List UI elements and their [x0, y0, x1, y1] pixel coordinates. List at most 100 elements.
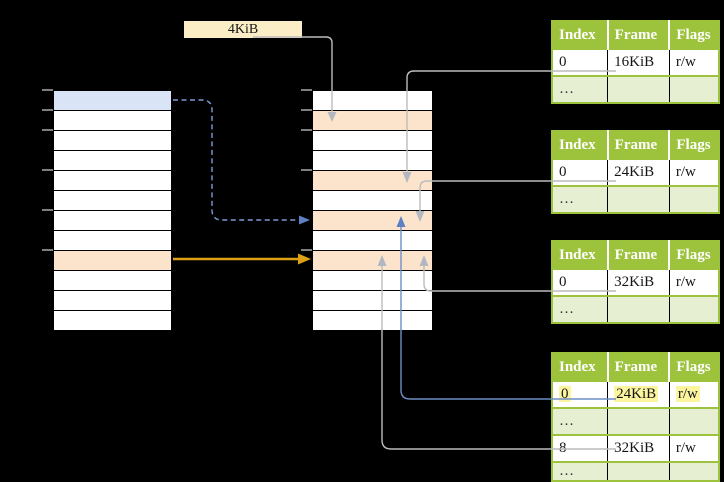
page-table-cell: … — [552, 75, 608, 103]
memory-row-white — [54, 291, 171, 311]
page-table-cell — [668, 75, 719, 103]
column-header: Index — [552, 131, 608, 159]
arrow-virtual-page-dashed — [173, 99, 310, 225]
boundary-tick — [42, 249, 53, 251]
memory-row-white — [54, 171, 171, 191]
column-header: Index — [552, 353, 608, 381]
memory-row-orange — [313, 211, 432, 231]
memory-row-orange — [313, 111, 432, 131]
page-table-cell — [668, 461, 719, 481]
column-header: Frame — [606, 353, 670, 381]
memory-row-white — [313, 271, 432, 291]
page-table-cell: … — [552, 461, 608, 481]
memory-row-white — [313, 91, 432, 111]
memory-row-white — [54, 111, 171, 131]
memory-row-white — [54, 151, 171, 171]
page-table-cell: 24KiB — [607, 380, 670, 408]
page-table-cell: … — [552, 407, 608, 435]
column-header: Frame — [606, 131, 670, 159]
memory-row-blue — [54, 91, 171, 111]
memory-row-white — [313, 191, 432, 211]
page-table-cell: 24KiB — [607, 158, 670, 186]
memory-row-orange — [313, 251, 432, 271]
boundary-tick — [301, 129, 312, 131]
page-table-row: … — [552, 295, 719, 323]
boundary-tick — [42, 209, 53, 211]
memory-row-white — [54, 211, 171, 231]
highlighted-value: 0 — [559, 386, 571, 402]
boundary-tick — [301, 169, 312, 171]
page-table-cell: 0 — [552, 158, 608, 186]
page-table-cell: 0 — [552, 48, 608, 76]
memory-row-white — [313, 151, 432, 171]
page-table-cell — [607, 461, 670, 481]
memory-row-white — [54, 231, 171, 251]
boundary-tick — [301, 109, 312, 111]
page-table-cell: r/w — [668, 48, 719, 76]
boundary-tick — [42, 89, 53, 91]
page-table-cell: 32KiB — [607, 268, 670, 296]
page-table-cell: 0 — [552, 380, 608, 408]
memory-row-white — [54, 131, 171, 151]
page-table-cell — [607, 185, 670, 213]
highlighted-value: r/w — [675, 386, 700, 402]
memory-row-white — [313, 311, 432, 330]
memory-row-white — [313, 231, 432, 251]
memory-row-white — [54, 191, 171, 211]
column-header: Flags — [668, 353, 719, 381]
boundary-tick — [42, 109, 53, 111]
page-table-cell: 32KiB — [607, 434, 670, 462]
memory-row-white — [313, 291, 432, 311]
memory-row-orange — [54, 251, 171, 271]
page-table-cell: 0 — [552, 268, 608, 296]
arrow-virtual-page-orange — [173, 253, 311, 265]
column-header: Flags — [668, 21, 719, 49]
memory-row-orange — [313, 171, 432, 191]
page-table-cell: r/w — [668, 158, 719, 186]
page-table-row: 0 24KiB r/w — [552, 380, 719, 408]
page-table-cell — [607, 295, 670, 323]
page-size-label: 4KiB — [184, 21, 302, 38]
boundary-tick — [42, 169, 53, 171]
highlighted-value: 24KiB — [614, 386, 659, 402]
page-table-row: … — [552, 407, 719, 435]
boundary-tick — [301, 249, 312, 251]
page-table-cell: 16KiB — [607, 48, 670, 76]
page-table-cell — [607, 75, 670, 103]
virtual-memory-column — [53, 90, 172, 331]
page-table-cell: r/w — [668, 380, 719, 408]
column-header: Frame — [606, 241, 670, 269]
page-table-cell — [668, 185, 719, 213]
page-table-cell: 8 — [552, 434, 608, 462]
page-table-cell — [668, 407, 719, 435]
page-table-row: … — [552, 75, 719, 103]
memory-row-white — [54, 271, 171, 291]
page-table-cell: … — [552, 185, 608, 213]
column-header: Flags — [668, 131, 719, 159]
page-table-cell — [607, 407, 670, 435]
boundary-tick — [301, 89, 312, 91]
physical-memory-column — [312, 90, 433, 331]
column-header: Frame — [606, 21, 670, 49]
column-header: Flags — [668, 241, 719, 269]
memory-row-white — [54, 311, 171, 330]
page-table-cell: r/w — [668, 268, 719, 296]
page-table-row: … — [552, 461, 719, 481]
